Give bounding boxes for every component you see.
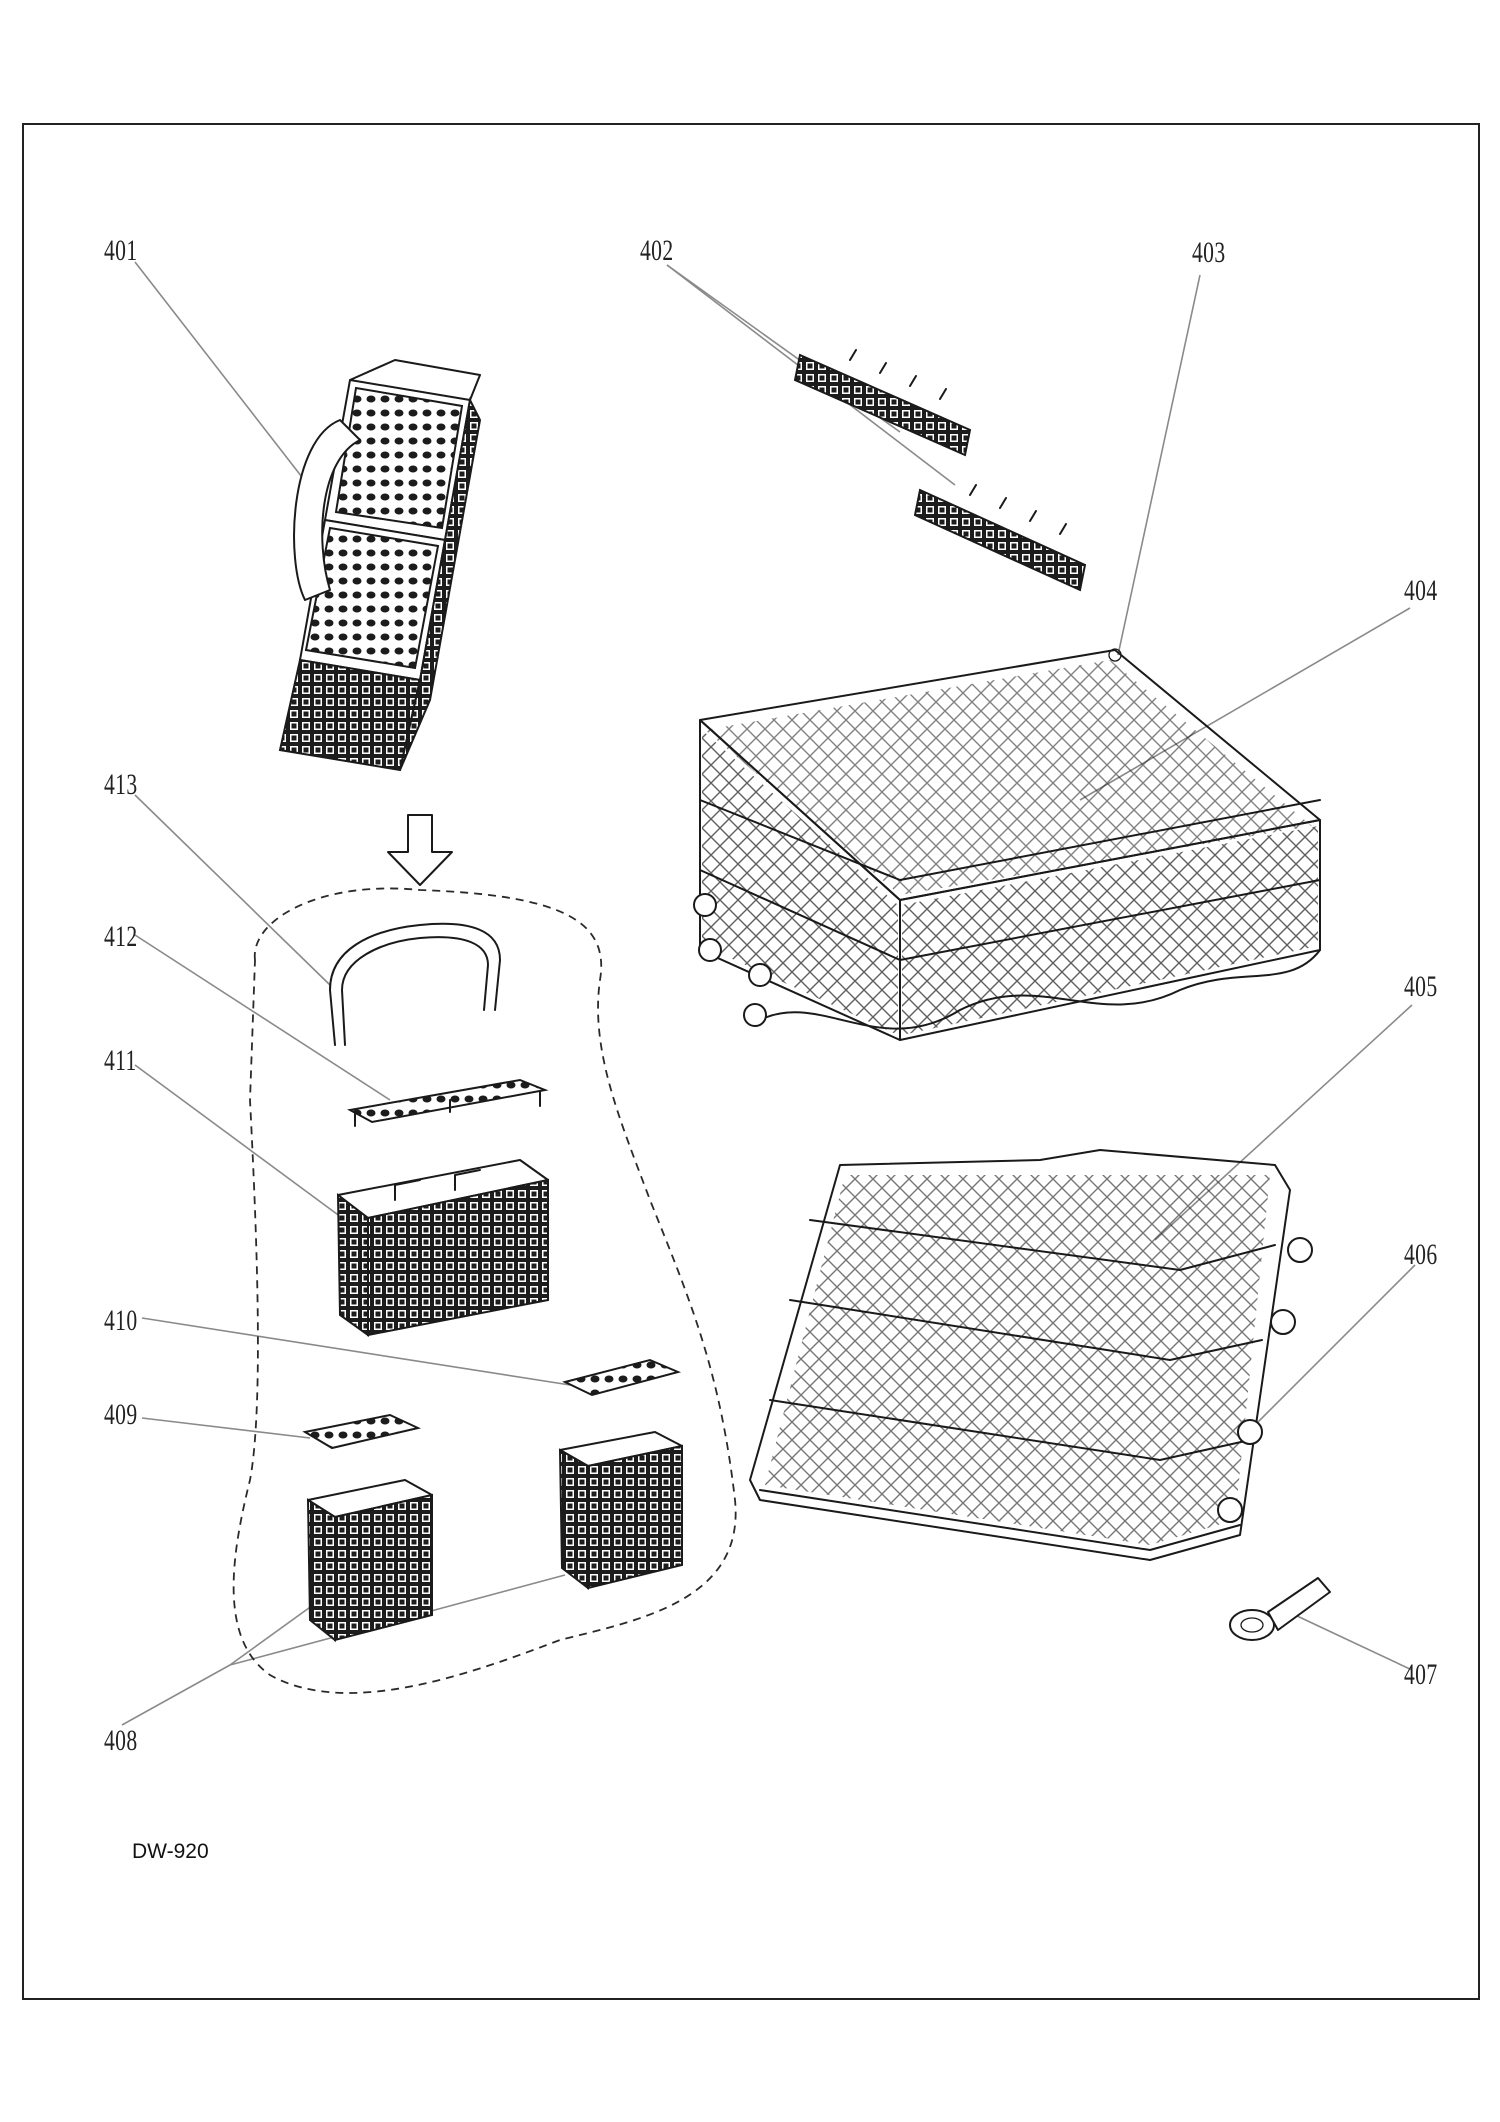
leader-401 (134, 261, 313, 491)
basket-assembly-outline (232, 887, 737, 1694)
part-410-small-lid (562, 1358, 682, 1397)
callout-404: 404 (1404, 574, 1438, 607)
model-code: DW-920 (132, 1840, 209, 1863)
leader-413 (134, 794, 331, 986)
callout-405: 405 (1404, 970, 1438, 1003)
part-413-basket-handle (329, 922, 501, 1046)
leader-408b (229, 1599, 321, 1666)
callout-412: 412 (104, 920, 138, 953)
part-411-basket-large (336, 1159, 549, 1337)
leader-411 (134, 1064, 346, 1221)
leader-407 (1294, 1614, 1413, 1671)
leader-403 (1117, 274, 1201, 656)
part-409-small-lid (302, 1413, 422, 1450)
leader-406 (1249, 1264, 1416, 1431)
part-402-folding-tines (793, 349, 1087, 592)
leader-lines (121, 261, 1416, 1726)
callout-407: 407 (1404, 1658, 1438, 1691)
part-408-small-baskets (306, 1431, 683, 1643)
leader-410 (141, 1317, 571, 1386)
leader-412 (134, 934, 391, 1101)
callout-410: 410 (104, 1304, 138, 1337)
callout-411: 411 (104, 1044, 137, 1077)
callout-409: 409 (104, 1398, 138, 1431)
part-404-upper-rack (693, 649, 1321, 1041)
part-401-cutlery-basket (278, 359, 482, 772)
callout-402: 402 (640, 234, 674, 267)
leader-408a (121, 1664, 231, 1726)
callout-408: 408 (104, 1724, 138, 1757)
leader-409 (141, 1417, 311, 1439)
callout-406: 406 (1404, 1238, 1438, 1271)
callout-413: 413 (104, 768, 138, 801)
part-403-rack-clip (1108, 648, 1122, 662)
arrow-down-icon (387, 814, 453, 886)
part-412-basket-lid (347, 1078, 549, 1127)
callout-403: 403 (1192, 236, 1226, 269)
part-405-lower-rack (749, 1149, 1313, 1561)
callout-401: 401 (104, 234, 138, 267)
drawing-frame (22, 123, 1480, 2000)
part-407-rack-stopper (1229, 1577, 1331, 1641)
